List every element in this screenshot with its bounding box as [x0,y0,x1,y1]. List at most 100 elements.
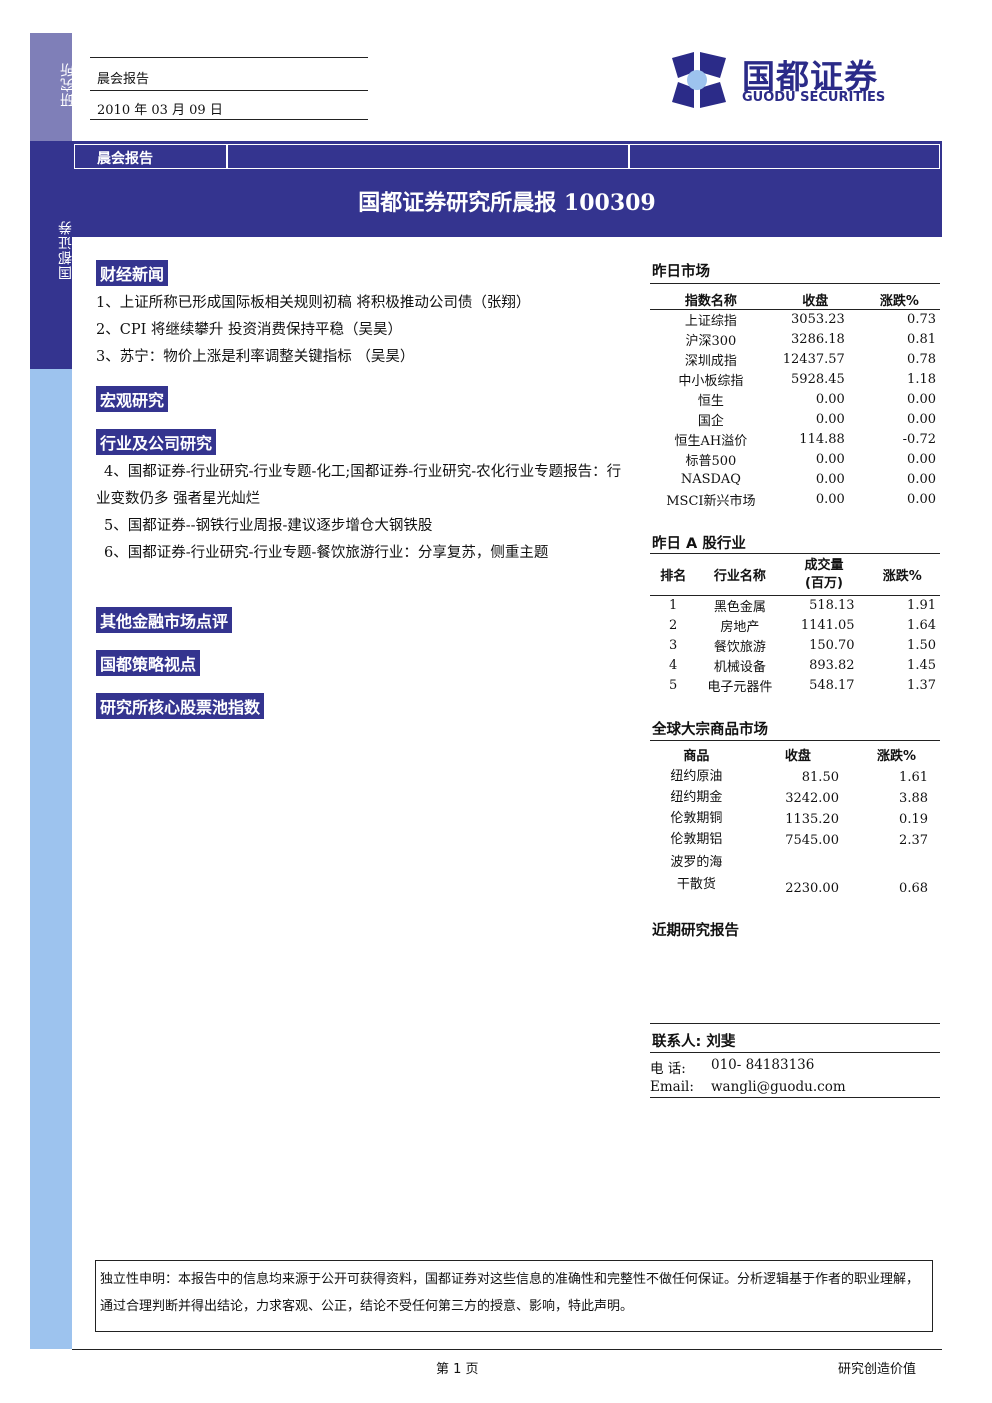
logo-chinese-name: 国都证券 [742,57,878,96]
section-heading-macro: 宏观研究 [96,386,169,412]
table-cell: 0.00 [907,412,936,427]
column-header: 涨跌% [864,555,940,596]
table-cell: 电子元器件 [707,679,773,695]
table-cell: 0.78 [907,352,936,367]
table-cell: 0.00 [907,492,936,507]
table-cell: 893.82 [809,657,855,673]
table-cell: 0.00 [815,472,845,487]
column-header: 商品 [683,749,710,764]
contact-phone-label: 电 话: [650,1061,686,1077]
table-cell: 5928.45 [791,372,845,387]
list-item[interactable]: 5、国都证券--钢铁行业周报-建议逐步增仓大钢铁股 [104,518,433,534]
band-tab-morning-report: 晨会报告 [74,144,227,169]
contact-email-label: Email: [650,1079,694,1095]
contact-email[interactable]: wangli@guodu.com [711,1079,846,1095]
table-row: 沪深300 3286.18 0.81 [650,330,940,350]
table-cell: 恒生 [697,394,724,409]
table-cell: 房地产 [720,619,760,635]
market-rule [650,283,940,284]
guodu-logo: 国都证券 GUODU SECURITIES [664,48,914,112]
table-row: 深圳成指 12437.57 0.78 [650,350,940,370]
a-share-heading: 昨日 A 股行业 [652,536,746,552]
table-cell: 3.88 [899,791,928,806]
sidebar-bottom-block [30,369,72,1349]
column-header: 收盘 [771,290,859,310]
table-cell: 黑色金属 [713,599,766,615]
table-header-row: 排名 行业名称 成交量 (百万) 涨跌% [650,555,940,596]
column-header: 指数名称 [650,290,772,310]
table-cell: 2230.00 [785,881,839,896]
header-rule-mid [90,90,368,91]
header-report-type: 晨会报告 [97,72,150,87]
table-cell: 12437.57 [782,352,845,367]
table-cell: 3286.18 [791,332,845,347]
table-cell: 2.37 [899,833,928,848]
table-cell: 548.17 [809,677,855,693]
table-header-row: 指数名称 收盘 涨跌% [650,290,940,310]
table-cell: 餐饮旅游 [713,639,766,655]
list-item[interactable]: 6、国都证券-行业研究-行业专题-餐饮旅游行业：分享复苏，侧重主题 [104,545,549,561]
table-cell: 0.73 [907,312,936,328]
table-cell: 5 [669,677,678,693]
table-cell: 0.00 [815,452,845,467]
table-cell: 深圳成指 [684,354,737,369]
table-cell: 1.61 [899,770,928,785]
table-cell: 81.50 [801,770,839,785]
footer-rule [72,1349,942,1350]
market-heading: 昨日市场 [652,264,710,280]
header-rule-top [90,57,368,58]
table-cell: 上证综指 [684,314,737,330]
band-tab-middle [227,144,629,169]
header-rule-bottom [90,119,368,120]
table-cell: 0.00 [907,452,936,467]
table-cell: 4 [669,657,678,673]
table-cell: 国企 [697,414,724,429]
table-row: MSCI新兴市场 0.00 0.00 [650,490,940,510]
table-cell: 0.19 [899,812,928,827]
table-cell: 机械设备 [713,659,766,675]
column-header: 涨跌% [876,749,916,764]
table-cell: 518.13 [809,597,855,613]
list-item[interactable]: 1、上证所称已形成国际板相关规则初稿 将积极推动公司债（张翔） [96,295,531,311]
logo-english-name: GUODU SECURITIES [742,90,886,105]
contact-phone: 010- 84183136 [711,1057,815,1073]
column-header: 涨跌% [858,290,940,310]
list-item[interactable]: 2、CPI 将继续攀升 投资消费保持平稳（吴昊） [96,322,403,338]
table-cell: 3053.23 [791,312,845,328]
table-cell-name: 伦敦期铝 [670,832,723,847]
sidebar-top-block [30,33,72,141]
table-cell: 0.00 [907,392,936,407]
recent-reports-heading: 近期研究报告 [652,923,739,939]
commodities-heading: 全球大宗商品市场 [652,722,768,738]
list-item[interactable]: 3、苏宁：物价上涨是利率调整关键指标 （吴昊） [96,349,415,365]
table-cell: 1141.05 [800,617,855,633]
table-cell: 0.00 [815,492,845,507]
contact-heading: 联系人: 刘斐 [652,1034,736,1050]
column-header: 行业名称 [696,555,784,596]
table-cell: 沪深300 [685,334,737,349]
band-tab-right [629,144,940,169]
table-cell: 1.91 [907,597,936,613]
table-cell: MSCI新兴市场 [666,494,756,509]
table-cell: 1.64 [907,617,936,633]
section-heading-industry: 行业及公司研究 [96,429,217,455]
table-cell: 0.81 [907,332,936,347]
sidebar-mid-block [30,141,72,369]
table-cell-name: 波罗的海干散货 [670,855,723,892]
market-table: 指数名称 收盘 涨跌% 上证综指 3053.23 0.73 沪深300 3286.18 0… [650,290,940,510]
table-cell: NASDAQ [680,472,741,487]
list-item[interactable]: 4、国都证券-行业研究-行业专题-化工;国都证券-行业研究-农化行业专题报告：行… [96,464,622,507]
table-cell: 1.37 [907,677,936,693]
disclaimer-box: 独立性申明：本报告中的信息均来源于公开可获得资料，国都证券对这些信息的准确性和完… [95,1260,933,1332]
table-cell: 1.45 [907,657,936,673]
table-cell: 3242.00 [785,791,839,806]
